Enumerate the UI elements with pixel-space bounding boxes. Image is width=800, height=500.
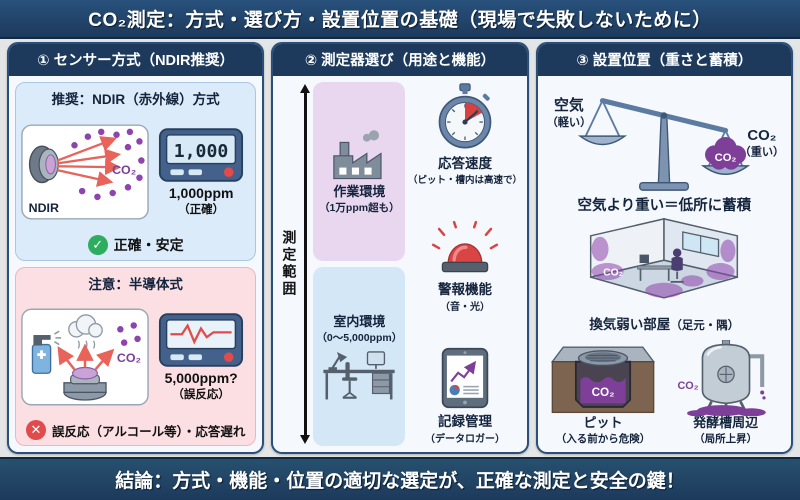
- check-icon: ✓: [87, 235, 108, 255]
- axis-label: 測定範囲: [281, 230, 298, 298]
- panel3-body: CO₂ 空気 （軽い） CO₂ （重い） 空気より重い＝低所に蓄積: [538, 76, 791, 452]
- panel1-title: ① センサー方式（NDIR推奨）: [9, 44, 263, 76]
- pit-caption-sub: （入る前から危険）: [555, 433, 651, 445]
- feature-alarm-sub: （音・光）: [439, 301, 490, 313]
- pit-spot: CO₂ ピット （入る前から危険）: [544, 335, 663, 446]
- tank-caption: 発酵槽周辺: [693, 415, 759, 431]
- stopwatch-icon: [438, 83, 492, 149]
- ndir-title: 推奨：NDIR（赤外線）方式: [51, 92, 220, 107]
- feature-logging: 記録管理 （データロガー）: [425, 347, 505, 445]
- accumulation-rule: 空気より重い＝低所に蓄積: [577, 198, 752, 214]
- semiconductor-illustration-row: CO₂ 5,000ppm?: [21, 296, 250, 417]
- ndir-illustration-row: CO₂ NDIR 1,000: [21, 111, 250, 232]
- factory-icon: [333, 129, 382, 179]
- hazard-spots: CO₂ ピット （入る前から危険）: [544, 335, 785, 446]
- panel2-title: ② 測定器選び（用途と機能）: [273, 44, 527, 76]
- semiconductor-sensor-icon: CO₂: [21, 308, 149, 405]
- ndir-verdict-row: ✓ 正確・安定: [21, 232, 250, 255]
- tank-co2-label: CO₂: [677, 380, 698, 392]
- feature-alarm-label: 警報機能: [437, 281, 492, 297]
- room-caption-main: 換気弱い部屋: [589, 317, 671, 332]
- data-logger-icon: [441, 347, 489, 409]
- panel-sensor-method: ① センサー方式（NDIR推奨） 推奨：NDIR（赤外線）方式: [7, 42, 265, 454]
- conclusion-text: 結論：方式・機能・位置の適切な選定が、正確な測定と安全の鍵！: [115, 471, 685, 492]
- indoor-env-label: 室内環境: [333, 313, 386, 329]
- page-title: CO₂測定：方式・選び方・設置位置の基礎（現場で失敗しないために）: [88, 10, 712, 31]
- semiconductor-reading: 5,000ppm?: [164, 369, 238, 386]
- range-arrow-icon: [300, 84, 311, 444]
- measurement-range-axis: 測定範囲: [279, 82, 311, 446]
- feature-response-label: 応答速度: [437, 156, 492, 171]
- semiconductor-subpanel: 注意：半導体式: [15, 267, 257, 446]
- cross-icon: ✕: [25, 420, 46, 440]
- ndir-reading: 1,000ppm: [168, 184, 234, 201]
- semiconductor-verdict-text: 誤反応（アルコール等）・応答遅れ: [51, 424, 246, 439]
- ndir-sensor-label: NDIR: [29, 201, 59, 215]
- fermentation-tank-icon: CO₂: [677, 340, 766, 417]
- work-env-sub: （1万ppm超も）: [319, 201, 400, 214]
- panel-placement: ③ 設置位置（重さと蓄積） C: [535, 42, 793, 454]
- balance-scale-icon: CO₂ 空気 （軽い） CO₂ （重い）: [547, 96, 785, 191]
- room-caption: 換気弱い部屋（足元・隅）: [589, 313, 739, 333]
- feature-alarm: 警報機能 （音・光）: [429, 220, 501, 313]
- feature-logging-sub: （データロガー）: [424, 434, 505, 445]
- semiconductor-reading-note: （誤反応）: [172, 388, 230, 401]
- pit-co2-label: CO₂: [592, 386, 615, 399]
- ndir-sensor-icon: CO₂ NDIR: [21, 123, 149, 220]
- scale-co2-label: CO₂: [748, 128, 777, 144]
- semiconductor-readout: 5,000ppm? （誤反応）: [152, 312, 250, 402]
- scale-air-sub: （軽い）: [547, 115, 592, 129]
- ndir-co2-label: CO₂: [112, 162, 136, 176]
- panel1-body: 推奨：NDIR（赤外線）方式: [9, 76, 262, 452]
- footer-bar: 結論：方式・機能・位置の適切な選定が、正確な測定と安全の鍵！: [0, 457, 800, 500]
- columns: ① センサー方式（NDIR推奨） 推奨：NDIR（赤外線）方式: [7, 42, 793, 454]
- ndir-display-value: 1,000: [174, 140, 229, 161]
- work-env-label: 作業環境: [333, 183, 386, 199]
- ndir-display-icon: 1,000: [159, 127, 244, 182]
- room-co2-label: CO₂: [604, 267, 624, 278]
- room-caption-sub: （足元・隅）: [670, 320, 740, 332]
- ndir-reading-note: （正確）: [178, 203, 225, 216]
- pit-caption: ピット: [583, 415, 623, 431]
- work-environment-box: 作業環境 （1万ppm超も）: [313, 82, 406, 261]
- feature-logging-label: 記録管理: [437, 414, 492, 429]
- scale-cloud-co2-label: CO₂: [715, 152, 737, 164]
- poorly-ventilated-room-icon: CO₂: [590, 217, 739, 299]
- tank-caption-sub: （局所上昇）: [694, 433, 758, 445]
- header-bar: CO₂測定：方式・選び方・設置位置の基礎（現場で失敗しないために）: [0, 0, 800, 39]
- alarm-siren-icon: [431, 220, 499, 272]
- ndir-verdict-text: 正確・安定: [113, 237, 184, 253]
- indoor-env-sub: （0〜5,000ppm）: [316, 331, 403, 344]
- semiconductor-co2-label: CO₂: [117, 350, 141, 364]
- panel2-body: 測定範囲 作業: [273, 76, 526, 452]
- semiconductor-display-icon: [159, 312, 244, 367]
- panel3-title: ③ 設置位置（重さと蓄積）: [537, 44, 791, 76]
- environment-boxes: 作業環境 （1万ppm超も） 室内環境 （0〜5,000ppm）: [313, 82, 406, 446]
- scale-air-label: 空気: [554, 96, 584, 114]
- ndir-subpanel: 推奨：NDIR（赤外線）方式: [15, 82, 257, 261]
- semiconductor-verdict-row: ✕ 誤反応（アルコール等）・応答遅れ: [21, 417, 250, 440]
- feature-response-sub: （ピット・槽内は高速で）: [407, 175, 522, 186]
- pit-icon: CO₂: [550, 346, 656, 414]
- feature-list: 応答速度 （ピット・槽内は高速で）: [408, 82, 522, 446]
- feature-response-speed: 応答速度 （ピット・槽内は高速で）: [408, 83, 522, 186]
- semiconductor-title: 注意：半導体式: [88, 277, 183, 292]
- indoor-environment-box: 室内環境 （0〜5,000ppm）: [313, 267, 406, 446]
- office-desk-icon: [323, 350, 395, 399]
- tank-spot: CO₂ 発酵槽周辺 （局所上昇）: [666, 335, 785, 446]
- ndir-readout: 1,000 1,000ppm （正確）: [152, 127, 250, 217]
- scale-co2-sub: （重い）: [740, 145, 785, 159]
- panel-device-selection: ② 測定器選び（用途と機能） 測定範囲: [271, 42, 529, 454]
